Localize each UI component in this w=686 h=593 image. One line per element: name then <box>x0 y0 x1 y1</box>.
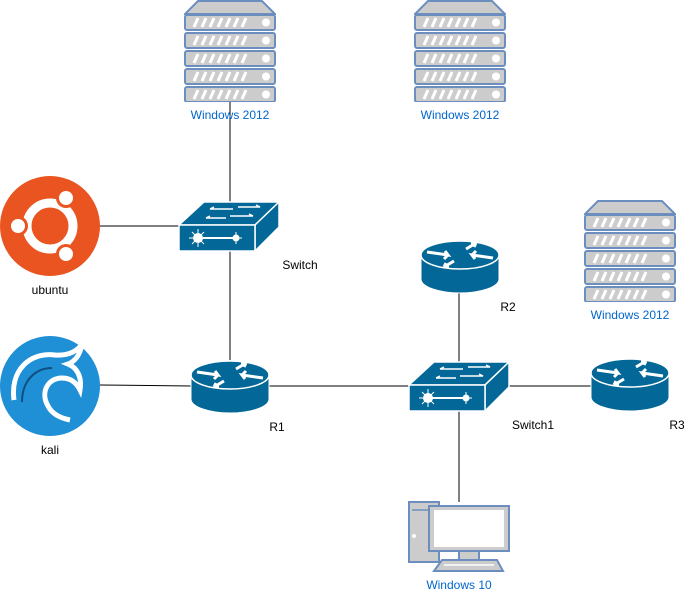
server-icon[interactable] <box>585 201 675 302</box>
r2-label: R2 <box>500 300 516 314</box>
switch-label: Switch <box>282 258 317 272</box>
desktop-pc-icon[interactable] <box>408 501 510 572</box>
switch1-label: Switch1 <box>512 418 554 432</box>
kali-label: kali <box>41 443 59 457</box>
router-icon[interactable] <box>590 358 670 412</box>
server-icon[interactable] <box>185 1 275 102</box>
router-icon[interactable] <box>190 360 270 414</box>
switch-icon[interactable] <box>408 361 510 412</box>
pc-label: Windows 10 <box>426 578 492 592</box>
link-kali-r1 <box>99 384 192 387</box>
ubuntu-icon[interactable] <box>0 176 100 276</box>
r1-label: R1 <box>269 420 285 434</box>
kali-dragon-icon[interactable] <box>0 336 100 436</box>
server-icon[interactable] <box>415 1 505 102</box>
router-icon[interactable] <box>420 240 500 294</box>
server2-label: Windows 2012 <box>421 108 500 122</box>
ubuntu-label: ubuntu <box>32 283 69 297</box>
server3-label: Windows 2012 <box>591 308 670 322</box>
server1-label: Windows 2012 <box>191 108 270 122</box>
connections <box>99 100 591 502</box>
r3-label: R3 <box>669 418 685 432</box>
switch-icon[interactable] <box>178 201 280 252</box>
